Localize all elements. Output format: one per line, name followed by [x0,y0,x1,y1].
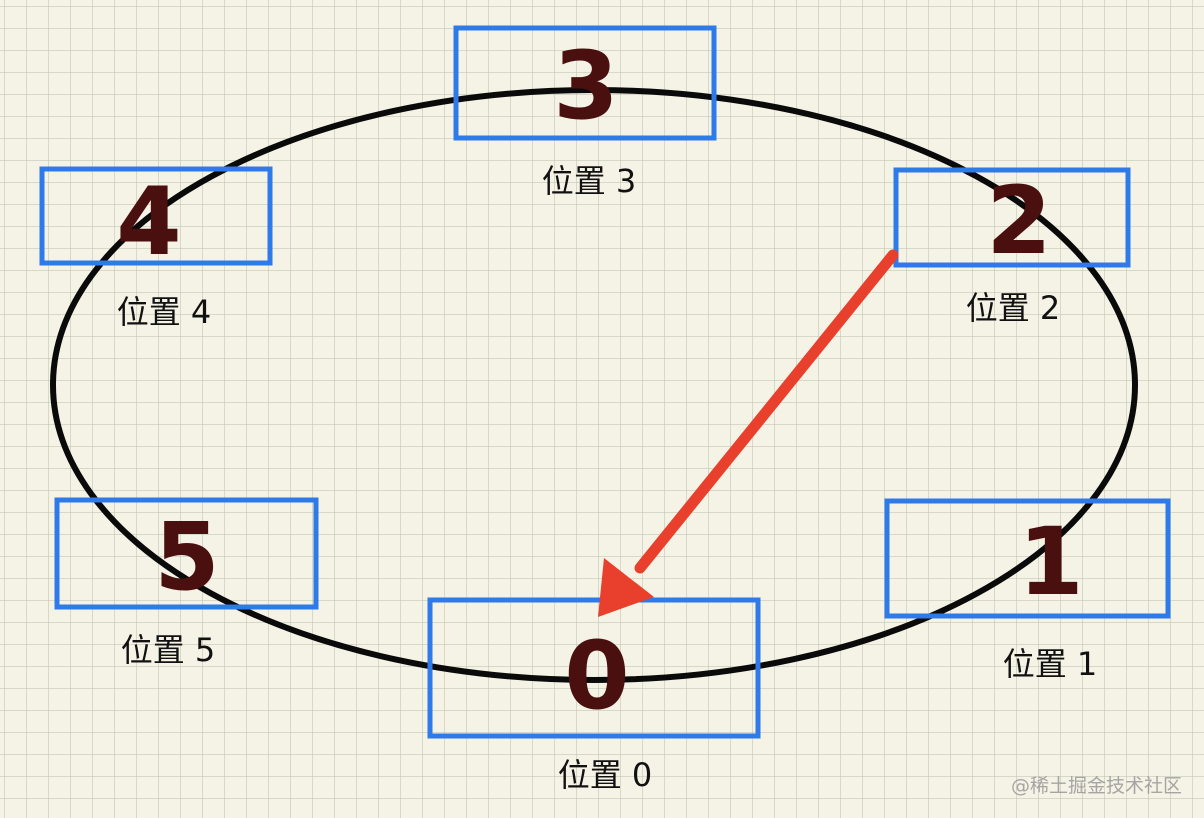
slot-5-box [54,497,319,610]
slot-2-label: 位置 2 [966,289,1061,327]
slot-4-label: 位置 4 [117,293,212,331]
slot-0: 0 位置 0 [427,597,761,794]
slot-4-box [39,166,273,266]
slot-3-label: 位置 3 [542,162,637,200]
move-arrow [598,249,899,617]
slot-3-box [453,25,717,141]
slot-2-number: 2 [986,167,1051,276]
slot-2: 2 位置 2 [893,167,1131,327]
slot-1: 1 位置 1 [884,498,1171,683]
move-arrow-head [598,558,654,617]
slot-1-label: 位置 1 [1003,645,1098,683]
slot-1-box [884,498,1171,619]
slot-4-number: 4 [116,168,181,277]
slot-3-number: 3 [553,32,618,141]
ring-ellipse [50,87,1138,683]
slot-5: 5 位置 5 [54,497,319,669]
move-arrow-shaft [634,249,899,574]
slot-2-box [893,167,1131,268]
watermark: @稀土掘金技术社区 [1010,775,1182,797]
slot-0-box [427,597,761,739]
slot-4: 4 位置 4 [39,166,273,331]
slot-0-label: 位置 0 [558,756,653,794]
slot-5-label: 位置 5 [121,631,216,669]
slot-3: 3 位置 3 [453,25,717,200]
slot-0-number: 0 [564,622,629,731]
slot-5-number: 5 [154,503,219,612]
slot-1-number: 1 [1018,508,1083,617]
